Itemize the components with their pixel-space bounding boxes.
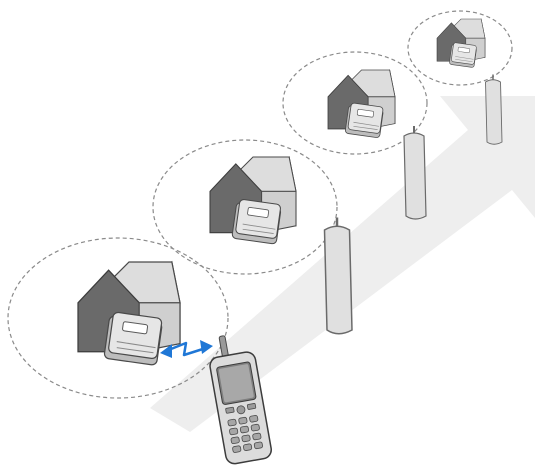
radio-repeater-icon: [486, 75, 503, 145]
house-with-gas-meter-icon: [437, 19, 485, 68]
house-with-gas-meter-icon: [210, 157, 296, 244]
radio-repeater-icon: [325, 218, 353, 334]
radio-repeater-icon: [404, 126, 426, 219]
house-with-gas-meter-icon: [328, 70, 395, 138]
